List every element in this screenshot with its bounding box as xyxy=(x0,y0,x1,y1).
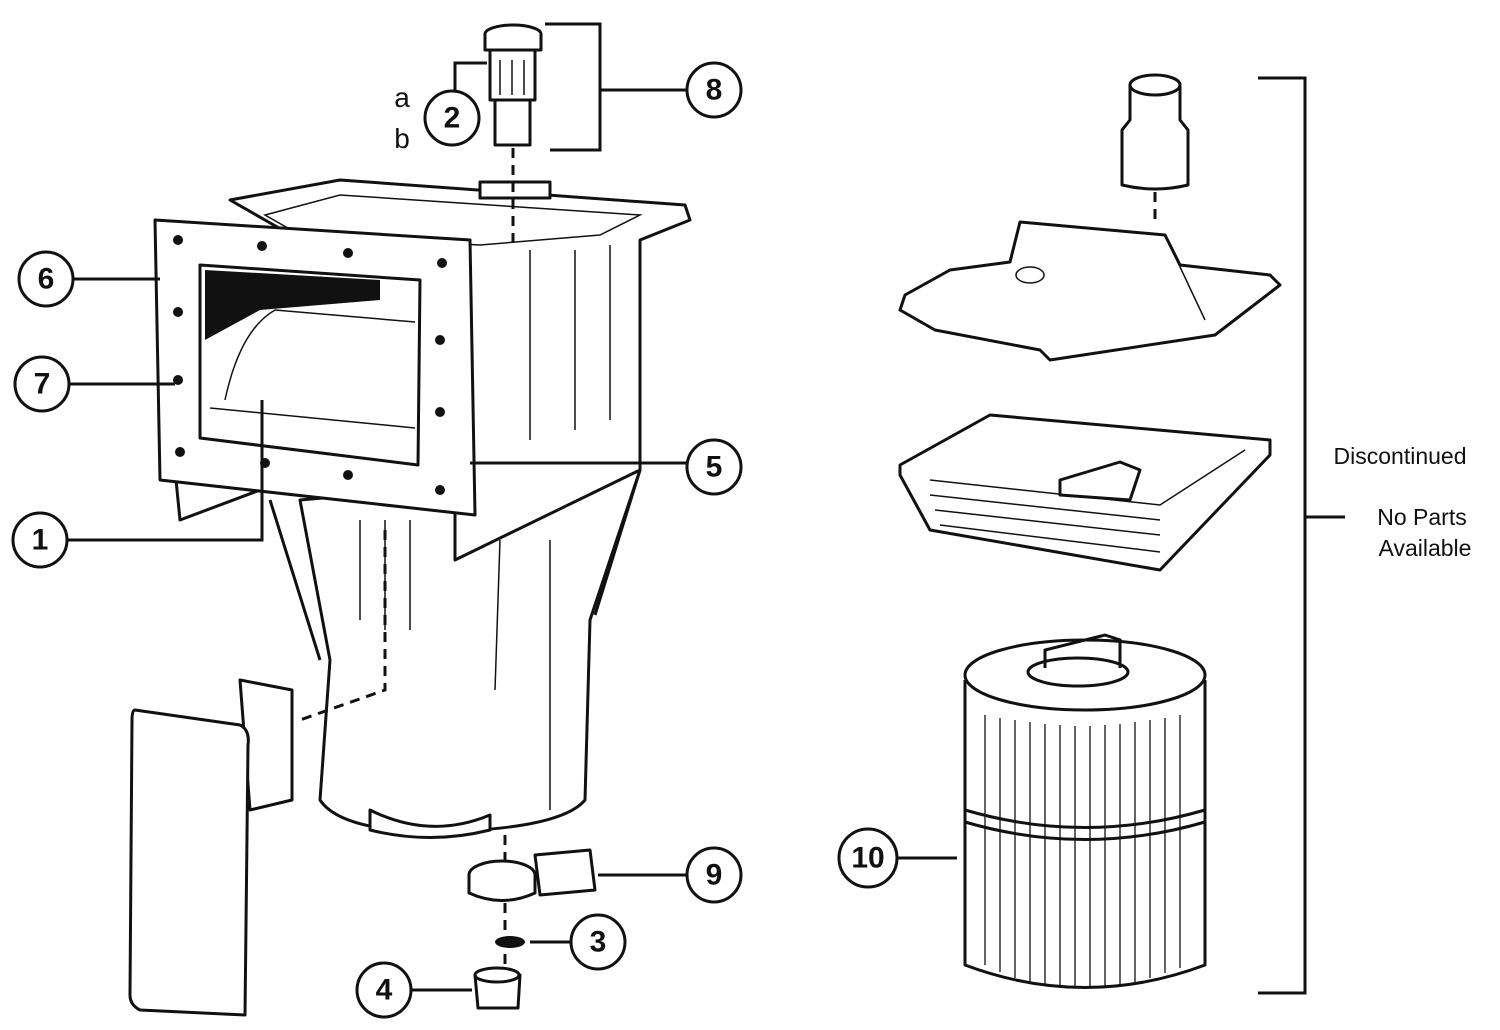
weir-door xyxy=(128,678,294,1017)
callout-3: 3 xyxy=(569,913,627,971)
svg-text:9: 9 xyxy=(706,859,723,892)
skimmer-basket xyxy=(898,413,1272,572)
svg-text:3: 3 xyxy=(590,926,607,959)
callout-8: 8 xyxy=(685,61,743,119)
gasket-3 xyxy=(495,936,525,948)
callout-2: 2 xyxy=(423,89,481,147)
svg-text:4: 4 xyxy=(376,974,393,1007)
callout-10: 10 xyxy=(837,827,899,889)
sub-label-b: b xyxy=(394,123,410,154)
svg-text:5: 5 xyxy=(706,451,723,484)
svg-text:8: 8 xyxy=(706,74,723,107)
fitting-9 xyxy=(467,848,597,902)
svg-text:7: 7 xyxy=(34,368,51,401)
callout-4: 4 xyxy=(355,961,413,1019)
callout-6: 6 xyxy=(17,250,75,308)
filter-cartridge xyxy=(963,633,1207,989)
svg-text:2: 2 xyxy=(444,102,461,135)
svg-text:1: 1 xyxy=(32,524,49,557)
callout-5: 5 xyxy=(685,438,743,496)
faceplate xyxy=(153,218,477,517)
svg-text:10: 10 xyxy=(851,842,884,875)
plug-4 xyxy=(473,966,522,1010)
svg-text:6: 6 xyxy=(38,263,55,296)
callout-1: 1 xyxy=(11,511,69,569)
skim-vac-valve xyxy=(483,23,543,147)
sub-label-a: a xyxy=(394,82,410,113)
leader-lines xyxy=(67,22,1345,995)
status-no-parts: No Parts xyxy=(1377,504,1466,530)
status-available: Available xyxy=(1379,535,1472,561)
status-discontinued: Discontinued xyxy=(1334,443,1467,469)
skimmer-lid xyxy=(898,73,1282,362)
callout-9: 9 xyxy=(685,846,743,904)
callout-7: 7 xyxy=(13,355,71,413)
